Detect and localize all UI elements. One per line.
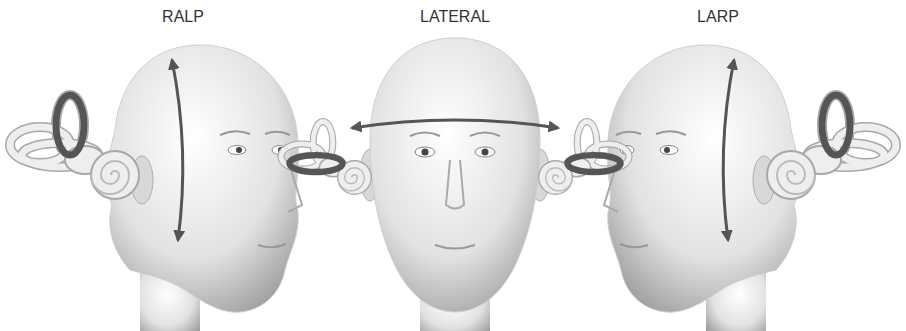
mouth [435, 245, 475, 249]
view-label: RALP [162, 8, 204, 26]
nose [446, 160, 464, 209]
eye [475, 147, 495, 157]
eyebrows [410, 133, 500, 137]
head [370, 38, 540, 312]
front-head-group [281, 38, 629, 331]
highlighted-canal [567, 155, 620, 172]
view-label: LARP [697, 8, 739, 26]
highlighted-canal [289, 155, 342, 172]
labyrinth [539, 122, 629, 195]
labyrinth [281, 122, 371, 195]
iris [482, 149, 489, 156]
side-head [604, 45, 896, 331]
side-head [10, 45, 302, 331]
eye [415, 147, 435, 157]
iris [422, 149, 429, 156]
rotation-arrow [352, 120, 558, 128]
view-label: LATERAL [420, 8, 490, 26]
